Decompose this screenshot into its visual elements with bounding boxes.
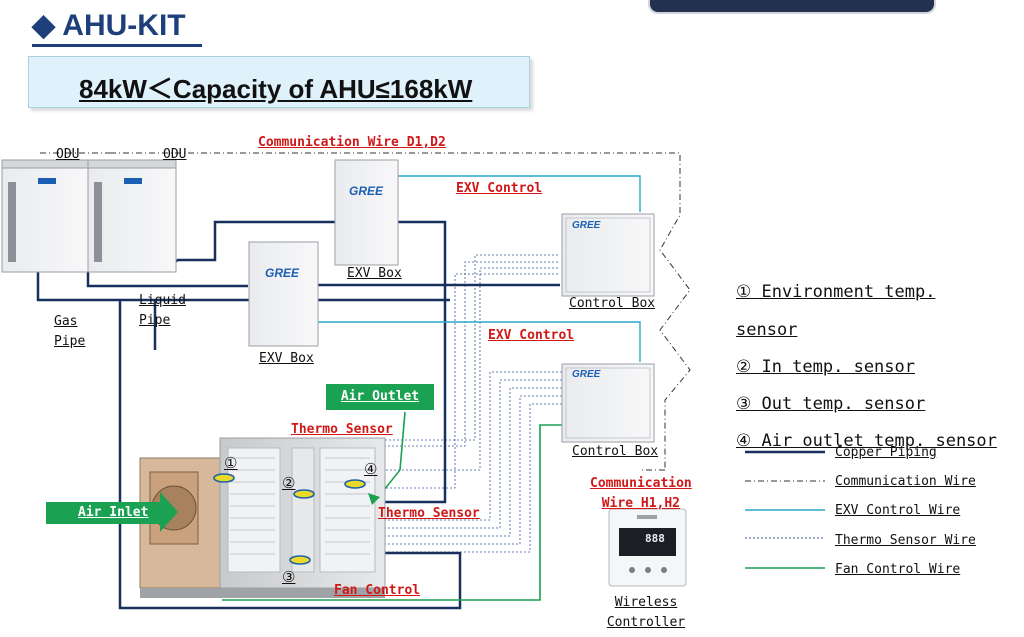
- control-box-2-logo: GREE: [572, 369, 601, 380]
- control-box-1: [561, 213, 655, 297]
- exv-control-label-1: EXV Control: [456, 181, 543, 196]
- odu-unit-1: [1, 159, 89, 273]
- controller-display: 888: [645, 532, 665, 545]
- fan-control-label: Fan Control: [334, 583, 421, 598]
- page-title-text: AHU-KIT: [62, 9, 186, 42]
- communication-wire-h-line-2: Wire H1,H2: [601, 495, 681, 511]
- sensor-1-marker: [213, 473, 235, 483]
- sensor-3-number: ③: [282, 568, 296, 586]
- gas-pipe-label: Gas Pipe: [54, 312, 85, 351]
- sensor-legend-2: ② In temp. sensor: [736, 357, 915, 377]
- exv-box-1-logo: GREE: [349, 184, 384, 198]
- air-outlet-arrowhead: [368, 493, 380, 505]
- copper-piping-lines: [36, 220, 560, 610]
- control-box-2: [561, 363, 655, 443]
- sensor-legend-1: ① Environment temp.: [736, 282, 936, 302]
- sensor-markers: [213, 473, 366, 565]
- control-box-1-logo: GREE: [572, 220, 601, 231]
- gas-pipe-label-line-1: Gas: [54, 314, 78, 329]
- control-box-1-label: Control Box: [569, 296, 656, 311]
- thermo-sensor-label-2: Thermo Sensor: [378, 506, 480, 521]
- exv-control-wire-lines: [318, 175, 641, 362]
- sensor-2-marker: [293, 489, 315, 499]
- sensor-4-marker: [344, 479, 366, 489]
- wireless-controller: [608, 508, 687, 587]
- thermo-sensor-label-1: Thermo Sensor: [291, 422, 393, 437]
- communication-wire-d-label: Communication Wire D1,D2: [258, 135, 446, 150]
- communication-wire-h-label: Communication Wire H1,H2: [590, 474, 692, 513]
- exv-control-label-2: EXV Control: [488, 328, 575, 343]
- exv-box-2: [248, 241, 319, 347]
- sensor-4-number: ④: [364, 460, 378, 478]
- title-underline: [32, 44, 202, 47]
- legend-communication-wire: Communication Wire: [835, 474, 976, 489]
- liquid-pipe-label: Liquid Pipe: [139, 291, 186, 330]
- communication-wire-h-line-1: Communication: [590, 476, 692, 491]
- page-title: ◆ AHU-KIT: [32, 9, 186, 42]
- air-outlet-box: Air Outlet: [326, 384, 434, 410]
- sensor-legend-3: ③ Out temp. sensor: [736, 394, 926, 414]
- line-legend-samples: [745, 450, 825, 569]
- sensor-2-number: ②: [282, 474, 296, 492]
- sensor-legend-4: ④ Air outlet temp. sensor: [736, 431, 997, 451]
- wireless-controller-label: Wireless Controller: [605, 593, 687, 632]
- odu-unit-2: [87, 159, 177, 273]
- odu-label-1: ODU: [56, 147, 80, 162]
- legend-fan-control-wire: Fan Control Wire: [835, 562, 961, 577]
- liquid-pipe-label-line-2: Pipe: [139, 312, 171, 328]
- exv-box-1: [334, 159, 399, 266]
- top-decoration-bar: [648, 0, 936, 14]
- ahu-unit: [139, 437, 386, 598]
- wireless-controller-label-line-2: Controller: [606, 614, 686, 630]
- liquid-pipe-label-line-1: Liquid: [139, 293, 186, 308]
- gas-pipe-label-line-2: Pipe: [54, 333, 86, 349]
- sensor-1-number: ①: [224, 454, 238, 472]
- air-inlet-label: Air Inlet: [78, 505, 149, 520]
- sensor-3-marker: [289, 555, 311, 565]
- sensor-legend-1-cont: sensor: [736, 320, 798, 340]
- control-box-2-label: Control Box: [572, 444, 659, 459]
- odu-label-2: ODU: [163, 147, 187, 162]
- exv-box-1-label: EXV Box: [347, 266, 402, 281]
- exv-box-2-label: EXV Box: [259, 351, 314, 366]
- air-inlet-arrow: [46, 492, 178, 532]
- wireless-controller-label-line-1: Wireless: [614, 595, 678, 610]
- legend-copper-piping: Copper Piping: [835, 445, 937, 460]
- exv-box-2-logo: GREE: [265, 266, 300, 280]
- capacity-text: 84kW＜Capacity of AHU≤168kW: [79, 74, 473, 104]
- legend-exv-control-wire: EXV Control Wire: [835, 503, 961, 518]
- communication-wire-lines: [40, 152, 691, 471]
- legend-thermo-sensor-wire: Thermo Sensor Wire: [835, 533, 976, 548]
- capacity-banner: 84kW＜Capacity of AHU≤168kW: [28, 56, 530, 108]
- air-outlet-label: Air Outlet: [340, 389, 420, 404]
